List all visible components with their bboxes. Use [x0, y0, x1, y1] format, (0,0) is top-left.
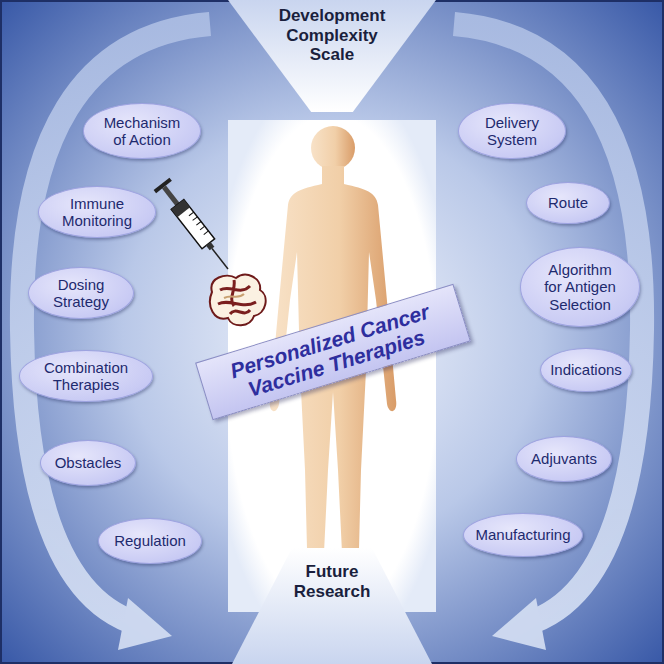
topic-oval: Manufacturing: [463, 513, 583, 557]
topic-oval: Delivery System: [458, 103, 566, 159]
topic-oval: Mechanism of Action: [83, 103, 202, 159]
topic-label: Delivery System: [476, 114, 548, 149]
topic-label: Adjuvants: [531, 450, 597, 467]
right-curved-arrow: [454, 24, 642, 650]
tumor: [210, 275, 266, 325]
topic-label: Obstacles: [55, 454, 122, 471]
topic-oval: Dosing Strategy: [28, 267, 134, 319]
funnel-label: Future Research: [272, 562, 392, 601]
left-curved-arrow: [22, 24, 210, 650]
funnel-label: Development Complexity Scale: [270, 6, 395, 65]
topic-oval: Indications: [540, 348, 632, 392]
funnel-polygon: [228, 0, 436, 112]
topic-label: Algorithm for Antigen Selection: [539, 261, 621, 313]
topic-label: Mechanism of Action: [100, 114, 184, 149]
topic-oval: Regulation: [98, 518, 202, 564]
title-banner: Personalized Cancer Vaccine Therapies: [195, 284, 471, 420]
syringe: [154, 178, 236, 275]
topic-label: Manufacturing: [475, 526, 570, 543]
funnel-shape: Future Research: [232, 548, 432, 664]
topic-label: Indications: [550, 361, 622, 378]
funnel-polygon: [232, 548, 432, 664]
topic-oval: Immune Monitoring: [38, 186, 157, 238]
topic-label: Immune Monitoring: [57, 195, 137, 230]
topic-oval: Algorithm for Antigen Selection: [520, 247, 640, 327]
topic-oval: Adjuvants: [516, 436, 612, 482]
topic-oval: Route: [526, 182, 610, 224]
topic-oval: Combination Therapies: [19, 350, 154, 402]
topic-label: Regulation: [114, 532, 186, 549]
banner-title: Personalized Cancer Vaccine Therapies: [211, 295, 454, 409]
topic-label: Combination Therapies: [40, 359, 132, 394]
topic-label: Dosing Strategy: [46, 276, 116, 311]
topic-oval: Obstacles: [40, 440, 136, 486]
funnel-shape: Development Complexity Scale: [228, 0, 436, 112]
topic-label: Route: [548, 194, 588, 211]
